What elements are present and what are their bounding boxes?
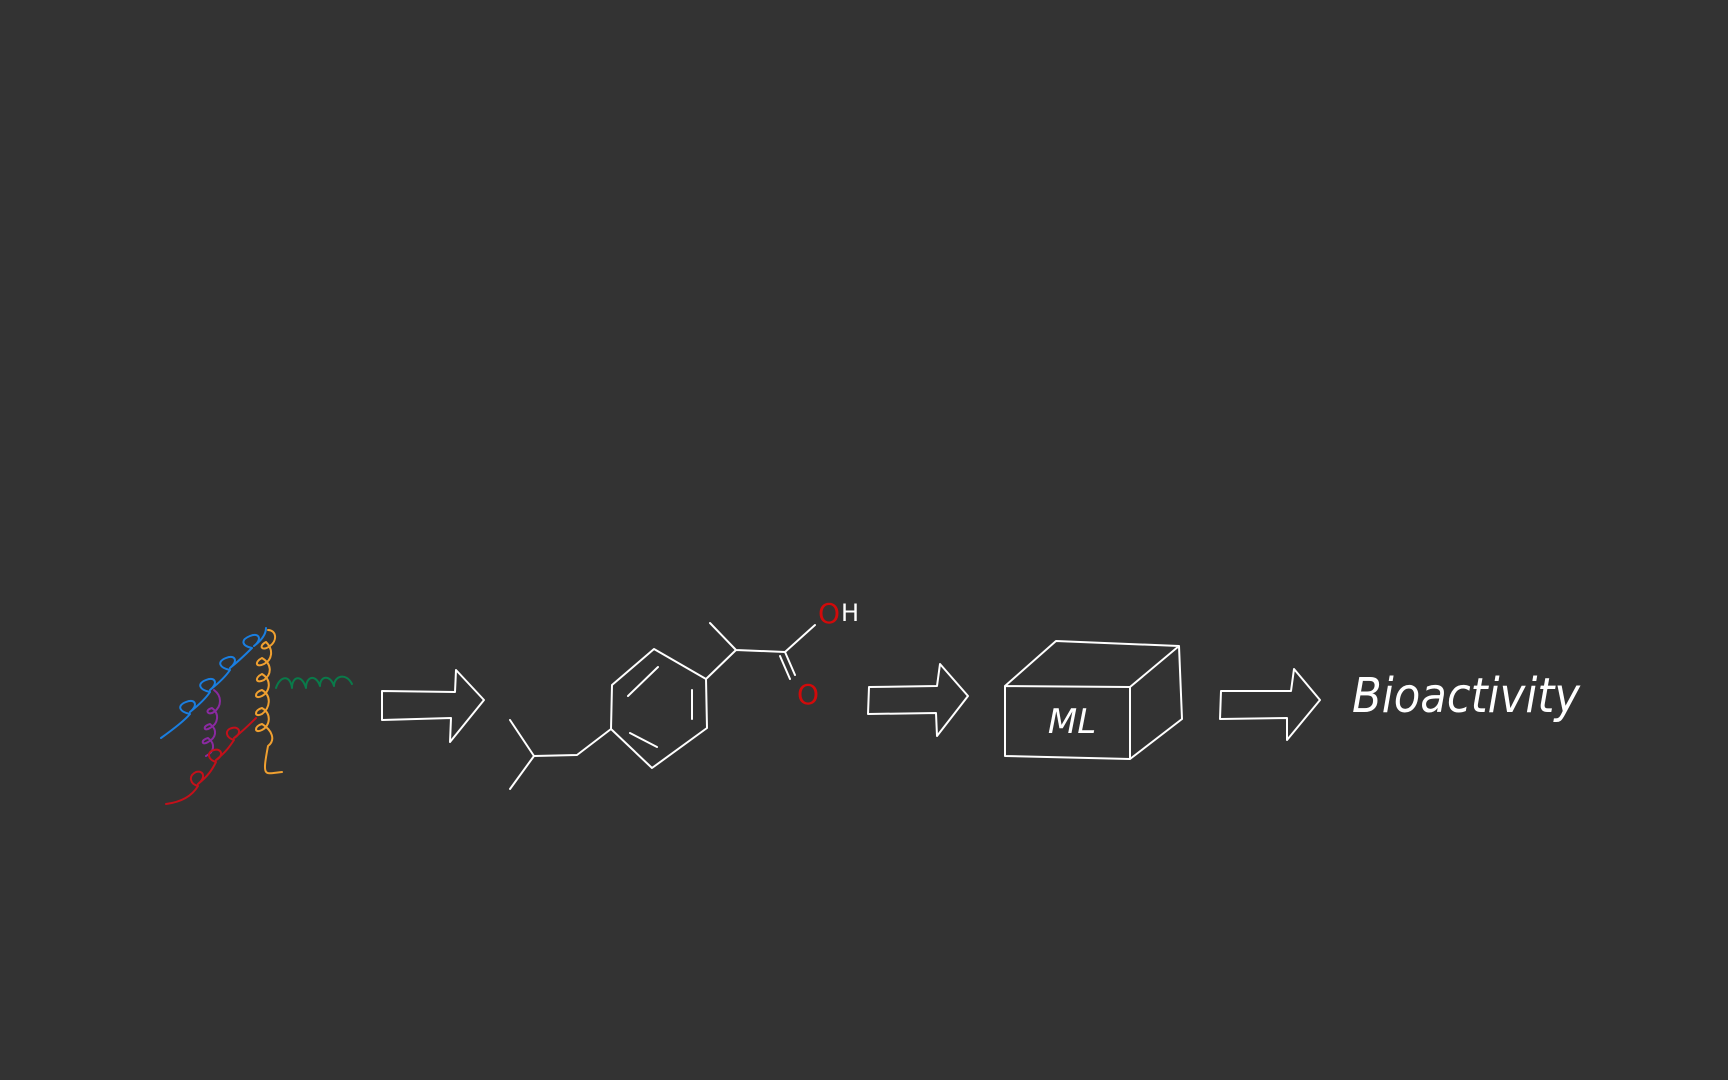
ml-box-label: ML bbox=[1048, 702, 1096, 742]
atom-o: O bbox=[797, 678, 819, 711]
helix-orange bbox=[255, 629, 283, 775]
ml-box-outline bbox=[1004, 640, 1183, 760]
helix-red bbox=[165, 717, 257, 805]
arrow-right-icon bbox=[1219, 668, 1321, 741]
helix-blue bbox=[160, 627, 267, 739]
helix-green bbox=[275, 675, 353, 689]
arrow-right-icon bbox=[867, 663, 969, 737]
ml-box-icon: ML bbox=[1004, 640, 1183, 760]
atom-oh-h: H bbox=[841, 599, 859, 627]
arrow-right-icon bbox=[381, 669, 485, 743]
molecule-bonds bbox=[509, 622, 816, 790]
helix-purple bbox=[201, 689, 221, 757]
protein-helix-bundle-icon bbox=[160, 627, 353, 805]
output-label: Bioactivity bbox=[1352, 668, 1581, 724]
atom-oh-o: O bbox=[818, 597, 840, 630]
ibuprofen-molecule-icon: O H O bbox=[509, 597, 859, 790]
